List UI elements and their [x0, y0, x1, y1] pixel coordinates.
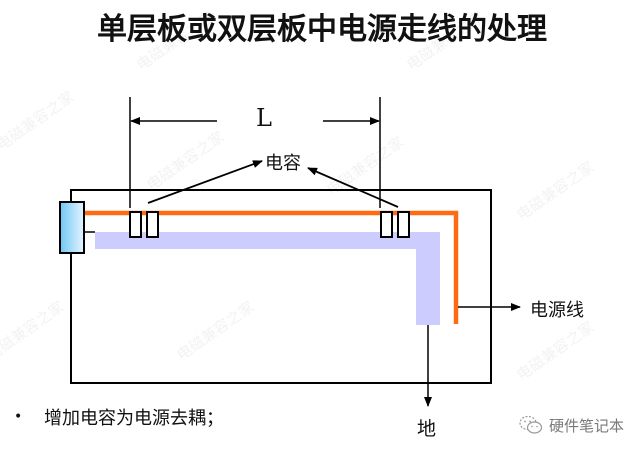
bullet-text: 增加电容为电源去耦； [44, 408, 224, 429]
board-outline [70, 189, 492, 384]
dimension-label: L [256, 104, 272, 132]
power-line-label: 电源线 [530, 300, 584, 321]
brand-name: 硬件笔记本 [549, 416, 625, 435]
wechat-icon [519, 415, 543, 434]
ground-label: 地 [417, 418, 437, 440]
capacitor-left [129, 211, 159, 238]
bullet-marker: • [14, 409, 23, 425]
capacitor-right [380, 211, 410, 238]
page-title: 单层板或双层板中电源走线的处理 [97, 12, 547, 47]
capacitor-callout-arrow-right [307, 167, 399, 208]
capacitor-label: 电容 [265, 153, 301, 174]
capacitor-callout-arrow-left [147, 160, 263, 204]
brand-badge: 硬件笔记本 [519, 414, 624, 436]
connector [59, 201, 85, 254]
ground-plane [95, 232, 440, 325]
power-trace [84, 210, 459, 324]
